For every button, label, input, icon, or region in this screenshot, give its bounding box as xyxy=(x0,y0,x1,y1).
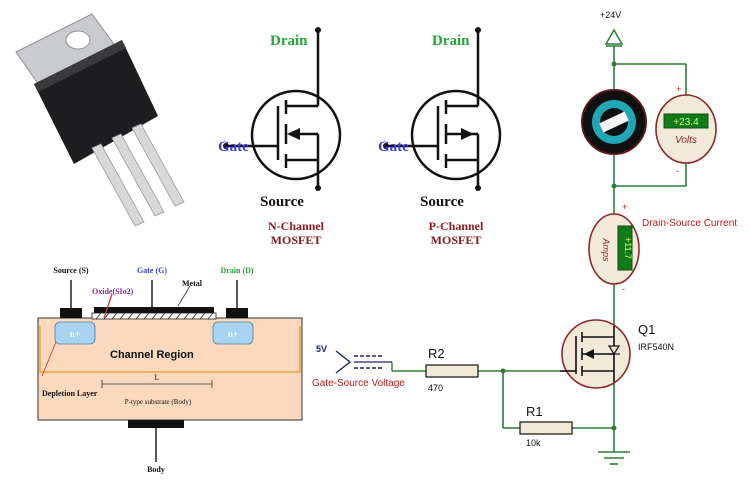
voltmeter-minus: - xyxy=(676,166,679,176)
p-source-label: Source xyxy=(420,194,464,210)
depletion-layer xyxy=(39,326,301,373)
p-drain-label: Drain xyxy=(432,33,470,49)
oxide-layer xyxy=(91,312,217,320)
n-gate-label: Gate xyxy=(218,139,249,155)
gate-source-voltage-label: Gate-Source Voltage xyxy=(312,378,405,389)
drain-source-current-label: Drain-Source Current xyxy=(642,218,737,229)
n-plus-left-label: n+ xyxy=(70,329,80,339)
body-label: Body xyxy=(147,465,165,474)
length-l-label: L xyxy=(155,373,160,382)
q1-part-label: IRF540N xyxy=(638,342,674,352)
p-caption-line2: MOSFET xyxy=(431,233,482,247)
ammeter-minus: - xyxy=(622,284,625,294)
source-contact xyxy=(60,308,82,318)
oxide-hatch xyxy=(95,312,214,320)
ammeter-display xyxy=(617,225,633,271)
voltmeter-value: +23.4 xyxy=(673,117,699,128)
oxide-label: Oxide(SIo2) xyxy=(92,287,134,296)
n-plus-left-region xyxy=(54,321,96,345)
ammeter-unit: Amps xyxy=(601,237,611,262)
ammeter-value: +11.7 xyxy=(623,237,633,259)
n-channel-mosfet-symbol: Drain Gate Source N-Channel MOSFET xyxy=(218,27,342,247)
n-source-label: Source xyxy=(260,194,304,210)
voltage-source-terminal-icon xyxy=(335,350,393,374)
q1-label: Q1 xyxy=(638,322,655,337)
r1-label: R1 xyxy=(526,404,543,419)
n-drain-label: Drain xyxy=(270,33,308,49)
metal-label: Metal xyxy=(182,279,203,288)
q1-mosfet-symbol xyxy=(560,319,631,389)
p-gate-label: Gate xyxy=(378,139,409,155)
mosfet-cross-section: Source (S) Gate (G) Drain (D) Oxide(SIo2… xyxy=(37,266,303,474)
r2-value: 470 xyxy=(428,383,443,393)
ammeter: +11.7 Amps + - xyxy=(588,202,640,294)
depletion-layer-label: Depletion Layer xyxy=(42,389,98,398)
r2-label: R2 xyxy=(428,346,445,361)
voltmeter-display xyxy=(663,113,709,129)
voltmeter-unit: Volts xyxy=(675,135,697,146)
r1-value: 10k xyxy=(526,438,541,448)
voltmeter: +23.4 Volts + - xyxy=(655,84,717,176)
circuit-wires xyxy=(392,46,687,452)
source-s-label: Source (S) xyxy=(53,266,89,275)
n-plus-right-region xyxy=(212,321,254,345)
supply-terminal-icon xyxy=(604,28,624,45)
n-plus-right-label: n+ xyxy=(228,329,238,339)
n-caption-line1: N-Channel xyxy=(268,219,325,233)
drain-contact xyxy=(226,308,248,318)
to220-package-photo xyxy=(15,13,185,227)
n-caption-line2: MOSFET xyxy=(271,233,322,247)
gate-g-label: Gate (G) xyxy=(137,266,167,275)
voltmeter-plus: + xyxy=(676,84,681,94)
r2-resistor xyxy=(425,364,479,378)
body-contact xyxy=(128,420,184,428)
substrate-label: P-type substrate (Body) xyxy=(125,398,192,406)
supply-label: +24V xyxy=(600,10,621,20)
drain-d-label: Drain (D) xyxy=(220,266,253,275)
channel-region-label: Channel Region xyxy=(110,349,194,361)
metal-gate xyxy=(94,307,214,313)
motor-icon xyxy=(581,89,647,155)
r1-resistor xyxy=(519,421,573,435)
test-circuit: +24V xyxy=(312,10,737,465)
ammeter-plus: + xyxy=(622,202,627,212)
p-caption-line1: P-Channel xyxy=(429,219,484,233)
p-channel-mosfet-symbol: Drain Gate Source P-Channel MOSFET xyxy=(378,27,502,247)
ground-icon xyxy=(598,451,630,465)
source-voltage-label: 5V xyxy=(316,344,327,354)
